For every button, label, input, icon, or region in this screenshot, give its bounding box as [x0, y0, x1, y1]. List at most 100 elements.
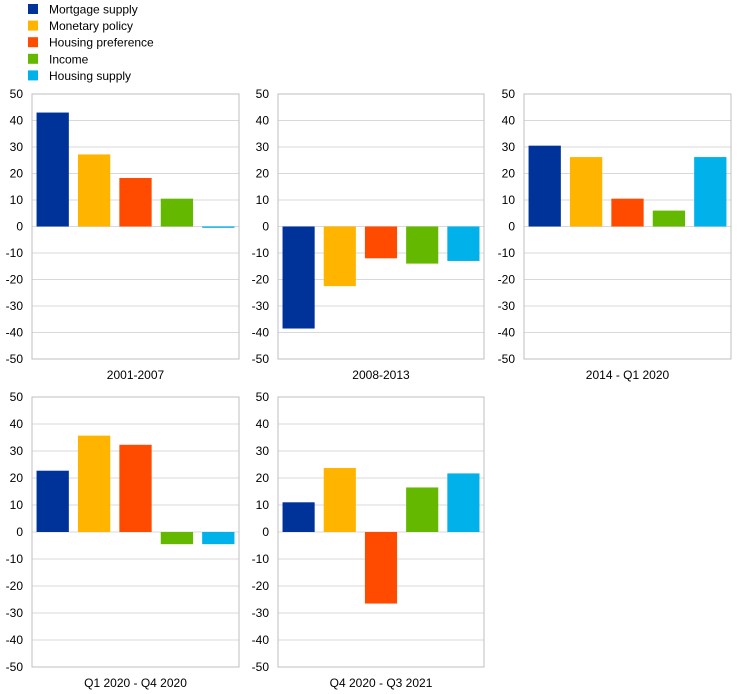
y-tick-label: -50: [252, 660, 270, 674]
y-tick-label: -40: [498, 326, 516, 340]
y-tick-label: -20: [498, 273, 516, 287]
legend-swatch-housing-preference: [28, 37, 38, 48]
bar-2008-2013-monetary-policy: [323, 226, 356, 287]
y-tick-label: 30: [502, 140, 516, 154]
y-tick-label: -10: [6, 246, 24, 260]
y-tick-label: 10: [10, 193, 24, 207]
y-tick-label: 40: [256, 114, 270, 128]
plot-area-border: [277, 93, 485, 360]
y-tick-label: 20: [10, 167, 24, 181]
y-tick-label: 50: [256, 390, 270, 404]
bar-q4-2020-q3-2021-mortgage-supply: [282, 502, 315, 532]
bar-2001-2007-monetary-policy: [77, 154, 111, 227]
y-tick-label: 10: [502, 193, 516, 207]
bar-2001-2007-housing-supply: [202, 226, 235, 228]
y-tick-label: -40: [252, 633, 270, 647]
bar-q1-2020-q4-2020-mortgage-supply: [36, 470, 69, 532]
bar-2001-2007-mortgage-supply: [36, 112, 69, 227]
bar-2014-q1-2020-monetary-policy: [569, 157, 603, 227]
y-tick-label: -30: [6, 606, 24, 620]
panel-label-q1-2020-q4-2020: Q1 2020 - Q4 2020: [84, 676, 187, 690]
y-tick-label: -40: [6, 633, 24, 647]
y-tick-label: 0: [16, 525, 23, 539]
y-tick-label: -30: [252, 299, 270, 313]
bar-q1-2020-q4-2020-income: [160, 532, 194, 545]
y-tick-label: -40: [6, 326, 24, 340]
bar-q1-2020-q4-2020-housing-supply: [202, 532, 235, 545]
y-tick-label: 10: [256, 498, 270, 512]
legend-label-housing-preference: Housing preference: [49, 36, 154, 50]
legend-label-monetary-policy: Monetary policy: [49, 19, 133, 33]
bar-2001-2007-housing-preference: [119, 178, 152, 227]
y-tick-label: -50: [6, 660, 24, 674]
y-tick-label: 50: [10, 390, 24, 404]
y-tick-label: 30: [256, 140, 270, 154]
chart-panels: 50403020100-10-20-30-40-502001-200750403…: [6, 87, 732, 690]
y-tick-label: 20: [10, 471, 24, 485]
bar-q4-2020-q3-2021-income: [406, 487, 439, 532]
y-tick-label: -50: [252, 352, 270, 366]
plot-area-border: [523, 93, 732, 360]
panel-2014-q1-2020: 50 40 30 20 10 0 -10 -20 -30 -40 -50 2014 - Q1 2020: [498, 87, 732, 382]
legend-swatch-mortgage-supply: [28, 4, 38, 14]
bar-2008-2013-income: [406, 226, 439, 264]
y-tick-label: 30: [10, 444, 24, 458]
panel-label-2014-q1-2020: 2014 - Q1 2020: [586, 368, 670, 382]
y-tick-label: 10: [256, 193, 270, 207]
bar-2008-2013-housing-preference: [364, 226, 398, 259]
y-tick-label: 40: [256, 417, 270, 431]
bar-q4-2020-q3-2021-housing-supply: [447, 473, 480, 532]
bar-q1-2020-q4-2020-housing-preference: [119, 444, 152, 532]
y-tick-label: -20: [6, 579, 24, 593]
y-tick-label: 0: [262, 525, 269, 539]
y-tick-label: 0: [508, 220, 515, 234]
legend-swatch-income: [28, 53, 38, 64]
y-tick-label: 30: [256, 444, 270, 458]
y-tick-label: 40: [10, 114, 24, 128]
y-tick-label: -30: [498, 299, 516, 313]
y-tick-label: -20: [252, 579, 270, 593]
legend-label-housing-supply: Housing supply: [49, 69, 131, 83]
legend-swatch-housing-supply: [28, 70, 38, 81]
y-tick-label: -30: [252, 606, 270, 620]
panel-label-2008-2013: 2008-2013: [352, 368, 410, 382]
bar-2014-q1-2020-housing-preference: [611, 198, 644, 227]
panel-label-q4-2020-q3-2021: Q4 2020 - Q3 2021: [330, 676, 433, 690]
y-tick-label: 20: [502, 167, 516, 181]
plot-area-border: [31, 93, 240, 360]
bar-2014-q1-2020-income: [652, 210, 686, 227]
bar-2008-2013-housing-supply: [447, 226, 480, 261]
bar-2001-2007-income: [160, 198, 194, 227]
legend-swatch-monetary-policy: [28, 20, 38, 31]
y-tick-label: 40: [502, 114, 516, 128]
legend-label-income: Income: [49, 52, 89, 66]
y-tick-label: 50: [10, 87, 24, 101]
bar-q4-2020-q3-2021-housing-preference: [364, 532, 398, 604]
bar-q1-2020-q4-2020-monetary-policy: [77, 435, 111, 532]
plot-area-border: [31, 396, 240, 668]
y-tick-label: 10: [10, 498, 24, 512]
bar-2014-q1-2020-mortgage-supply: [528, 145, 561, 227]
y-tick-label: -40: [252, 326, 270, 340]
y-tick-label: -50: [6, 352, 24, 366]
y-tick-label: -10: [498, 246, 516, 260]
y-tick-label: 0: [16, 220, 23, 234]
y-tick-label: 30: [10, 140, 24, 154]
y-tick-label: -20: [6, 273, 24, 287]
y-tick-label: -30: [6, 299, 24, 313]
y-tick-label: 20: [256, 167, 270, 181]
y-tick-label: -10: [6, 552, 24, 566]
bar-2014-q1-2020-housing-supply: [694, 157, 727, 227]
y-tick-label: -50: [498, 352, 516, 366]
plot-area-border: [277, 396, 485, 668]
y-tick-label: 50: [502, 87, 516, 101]
y-tick-label: 0: [262, 220, 269, 234]
y-tick-label: 20: [256, 471, 270, 485]
